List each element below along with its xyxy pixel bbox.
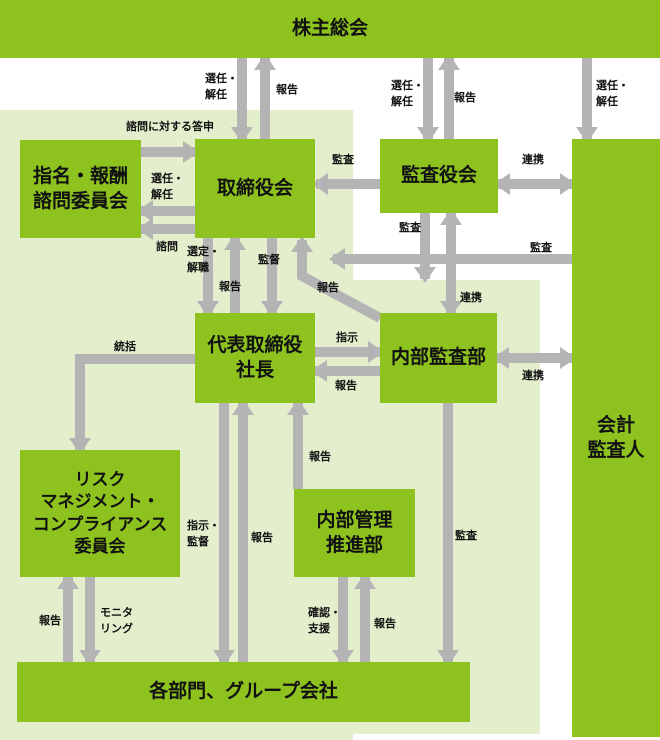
node-risk-management-compliance-committee: リスク マネジメント・ コンプライアンス 委員会 xyxy=(20,450,180,577)
edge-label-report-6: 報告 xyxy=(309,451,331,463)
edge-label-instruct: 指示 xyxy=(336,332,358,344)
edge-label-report-7: 報告 xyxy=(251,532,273,544)
edge-label-report-2: 報告 xyxy=(454,92,476,104)
edge-label-consult: 諮問 xyxy=(156,241,178,253)
node-shareholders-meeting: 株主総会 xyxy=(0,0,660,58)
edge-label-audit-2: 監査 xyxy=(399,222,421,234)
edge-label-audit-1: 監査 xyxy=(332,154,354,166)
edge-label-report-3: 報告 xyxy=(219,281,241,293)
edge-label-appoint-dismiss-3: 選任・ 解任 xyxy=(596,80,629,108)
node-internal-control-promotion-dept: 内部管理 推進部 xyxy=(294,489,415,577)
node-president: 代表取締役 社長 xyxy=(195,313,315,403)
edge-label-supervise: 監督 xyxy=(258,254,280,266)
node-departments-group-companies: 各部門、グループ会社 xyxy=(17,662,470,722)
edge-label-instruct-supervise: 指示・ 監督 xyxy=(187,520,220,548)
edge-label-answer-to-consult: 諮問に対する答申 xyxy=(126,121,214,133)
edge-label-monitoring: モニタ リング xyxy=(100,607,133,635)
node-nomination-compensation-committee: 指名・報酬 諮問委員会 xyxy=(20,140,141,238)
edge-label-appoint-dismiss-1: 選任・ 解任 xyxy=(205,73,238,101)
edge-label-audit-4: 監査 xyxy=(455,530,477,542)
edge-label-report-5: 報告 xyxy=(335,380,357,392)
edge-label-appoint-dismiss-4: 選任・ 解任 xyxy=(151,173,184,201)
edge-label-report-8: 報告 xyxy=(39,615,61,627)
edge-label-audit-3: 監査 xyxy=(530,242,552,254)
edge-label-select-remove: 選定・ 解職 xyxy=(187,246,220,274)
node-accounting-auditor: 会計 監査人 xyxy=(572,139,660,737)
node-internal-audit-dept: 内部監査部 xyxy=(380,313,497,403)
arrow-audit-report-board xyxy=(291,236,383,323)
edge-label-report-4: 報告 xyxy=(317,282,339,294)
edge-label-confirm-support: 確認・ 支援 xyxy=(308,607,341,635)
edge-label-report-1: 報告 xyxy=(276,84,298,96)
edge-label-report-9: 報告 xyxy=(374,618,396,630)
edge-label-cooperate-2: 連携 xyxy=(460,292,482,304)
edge-label-cooperate-3: 連携 xyxy=(522,370,544,382)
edge-label-appoint-dismiss-2: 選任・ 解任 xyxy=(391,80,424,108)
node-audit-and-supervisory-board: 監査役会 xyxy=(380,139,498,213)
edge-label-cooperate-1: 連携 xyxy=(522,154,544,166)
arrow-president-control-risk xyxy=(69,354,195,454)
edge-label-control: 統括 xyxy=(114,341,136,353)
node-board-of-directors: 取締役会 xyxy=(195,139,315,238)
